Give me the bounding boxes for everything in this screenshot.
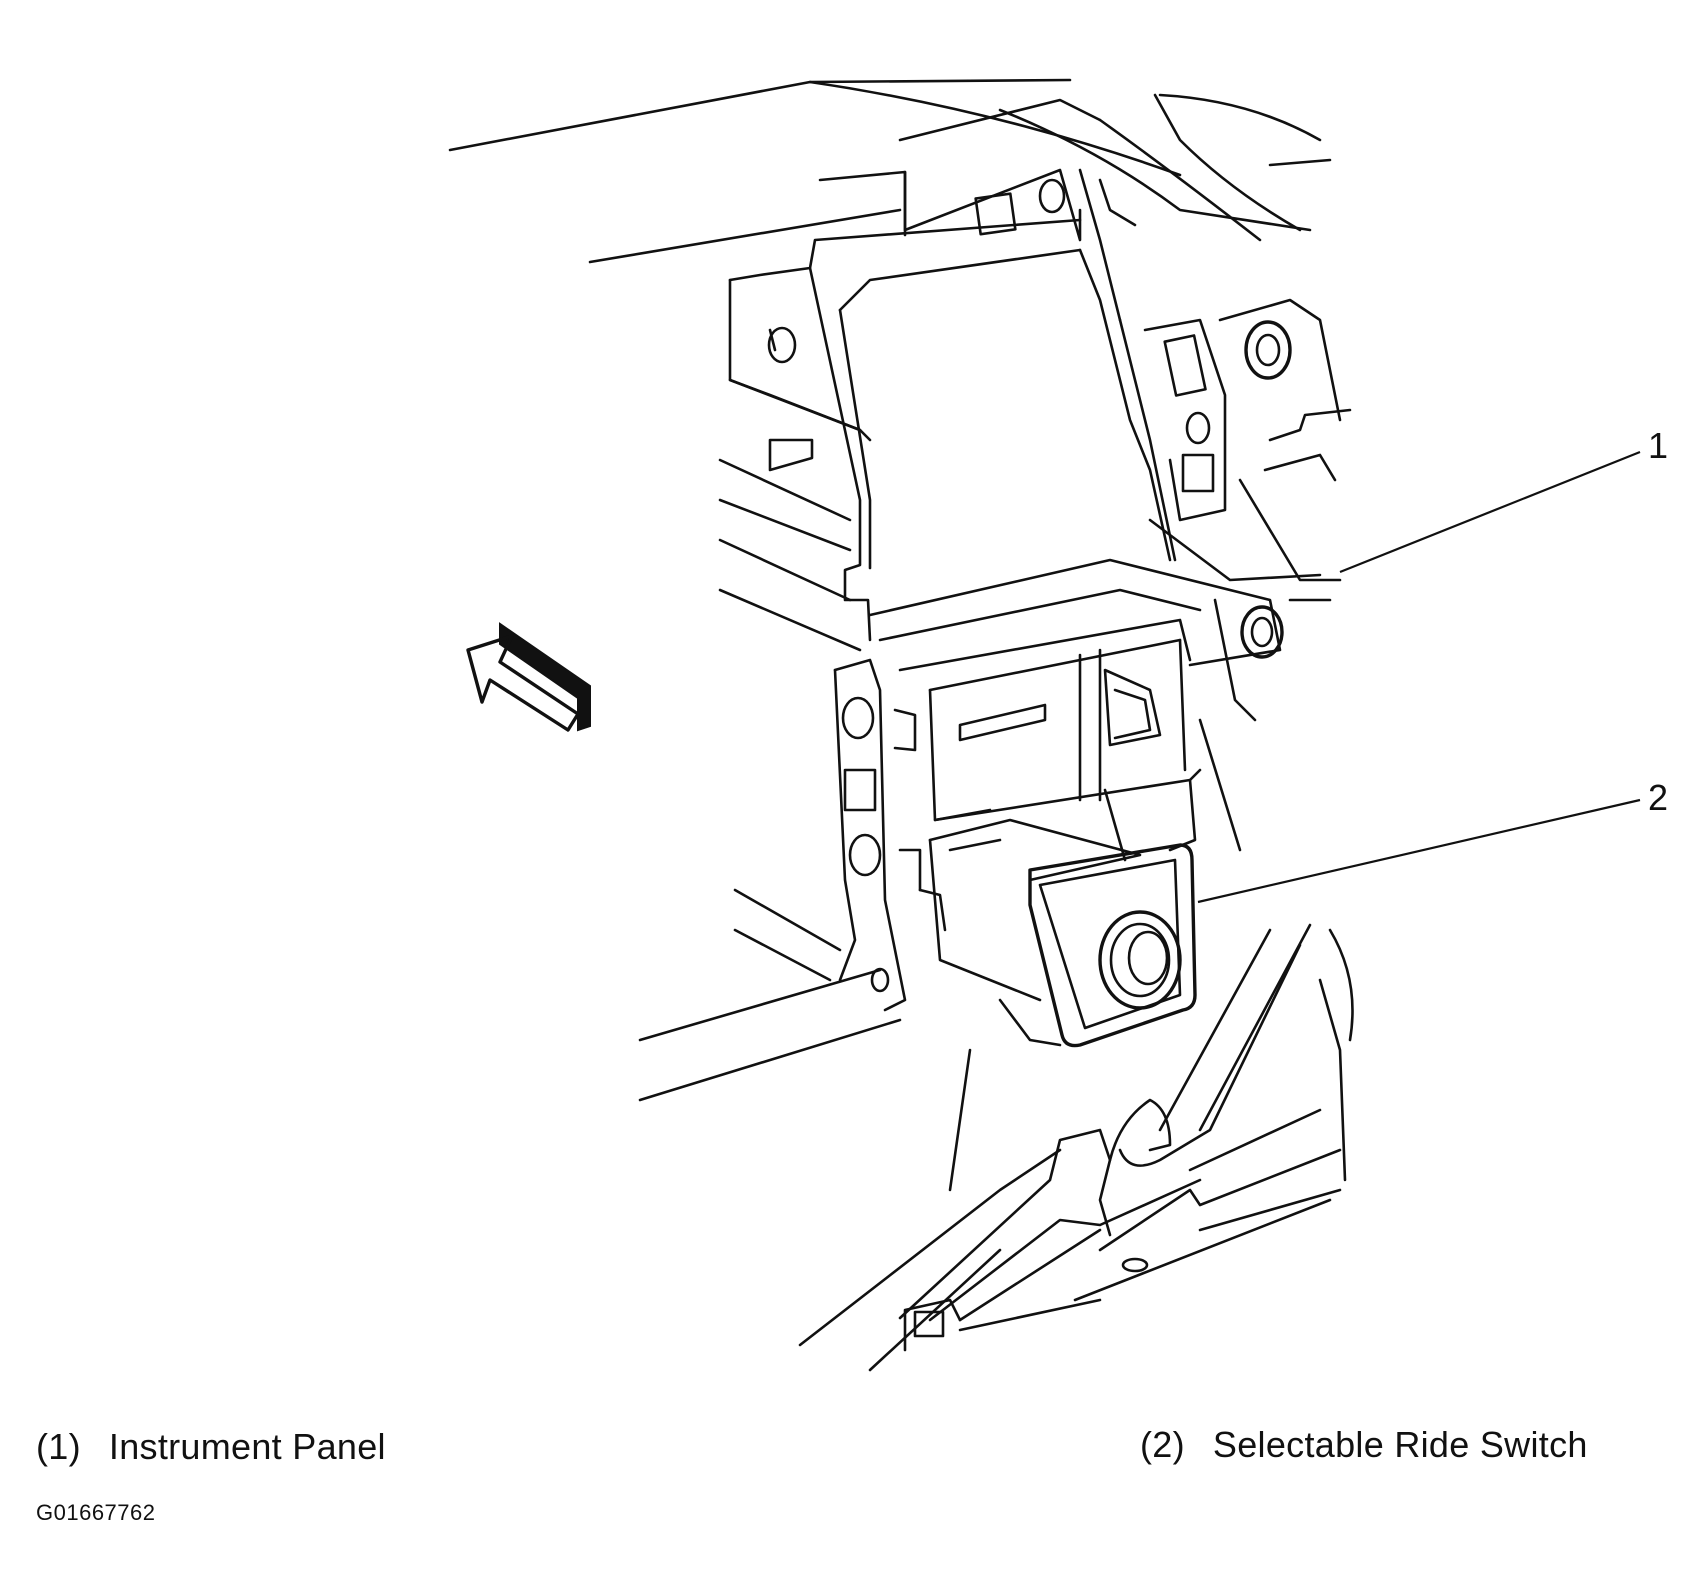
legend-number: (2) [1140,1424,1185,1465]
callout-2: 2 [1197,777,1668,904]
legend-text: Instrument Panel [108,1426,386,1467]
callout-1-label: 1 [1648,425,1668,466]
lower-console [798,923,1354,1372]
upper-bracket [818,168,1137,322]
right-bracket [1143,298,1352,602]
dash-top [448,78,1332,264]
callout-2-label: 2 [1648,777,1668,818]
center-housing [868,558,1284,862]
direction-arrow-icon [466,622,591,732]
legend-item-instrument-panel: (1) Instrument Panel [36,1426,386,1468]
figure-id: G01667762 [36,1500,156,1525]
ride-switch [918,818,1197,1048]
legend-item-ride-switch: (2) Selectable Ride Switch [1140,1424,1588,1466]
panel-frame [718,218,1177,652]
legend-text: Selectable Ride Switch [1212,1424,1588,1465]
callout-1: 1 [1339,425,1668,574]
lower-bracket [638,658,922,1102]
legend-number: (1) [36,1426,81,1467]
